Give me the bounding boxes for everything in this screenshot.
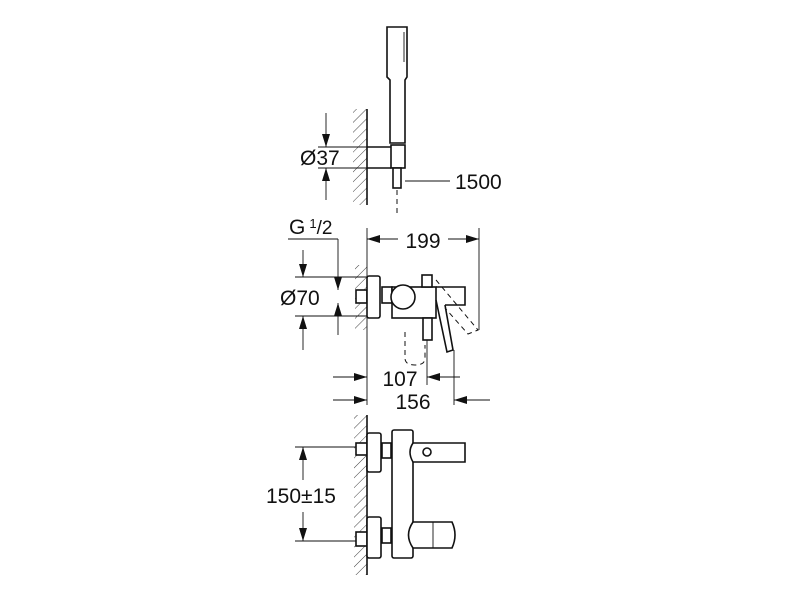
hand-shower: [386, 26, 408, 144]
lower-nut: [381, 527, 392, 544]
diverter: [422, 317, 433, 341]
lever-handle-front: [407, 521, 456, 549]
mixer-body-front: [391, 429, 414, 559]
hose-connector: [392, 167, 402, 189]
spout-outline-dashed: [404, 332, 426, 366]
upper-pipe-stub: [355, 442, 368, 456]
mixer-front-view: 150±15: [266, 415, 466, 575]
lower-pipe-stub: [355, 531, 368, 547]
hand-shower-view: Ø37 1500: [300, 26, 502, 215]
spout-outlet: [422, 447, 432, 457]
pipe-stub: [355, 289, 368, 304]
overall-depth-label: 199: [405, 230, 440, 253]
lever-open-position: [435, 279, 479, 335]
lever-head: [436, 286, 466, 306]
spout-arm: [409, 442, 466, 463]
lever-handle: [435, 299, 454, 354]
upper-flange: [366, 432, 382, 473]
hose-length-label: 1500: [455, 171, 502, 194]
wall-hatch: [353, 109, 367, 205]
centre-distance-label: 150±15: [266, 485, 336, 508]
shower-holder: [390, 144, 406, 169]
upper-nut: [381, 442, 392, 459]
body-ball: [390, 284, 416, 310]
handle-depth-label: 156: [395, 391, 430, 414]
flange: [366, 275, 381, 319]
top-knob: [421, 274, 433, 288]
flange-diameter-label: Ø70: [280, 287, 320, 310]
spout-depth-label: 107: [382, 368, 417, 391]
wall-hatch: [354, 415, 367, 575]
holder-diameter-label: Ø37: [300, 147, 340, 170]
lower-flange: [366, 516, 382, 559]
